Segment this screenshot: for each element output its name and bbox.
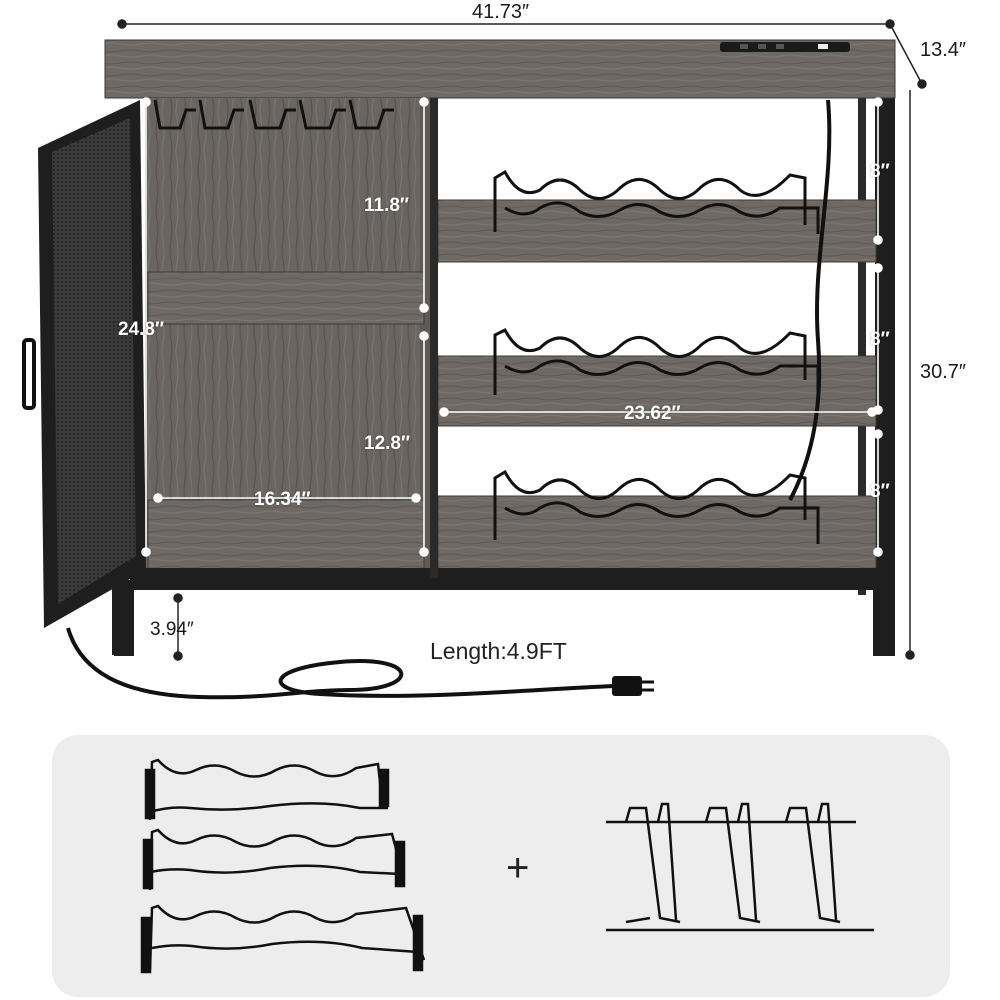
accessory-wine-racks [140,758,426,974]
rack-width-label: 23.62″ [624,403,681,424]
rack-shelf-3-label: 8″ [870,481,890,502]
cabinet-upper-label: 11.8″ [364,195,410,216]
cord-length-label: Length:4.9FT [430,638,567,664]
width-dimension-line [117,19,927,660]
bottom-frame [130,568,878,590]
height-label: 30.7″ [920,361,967,383]
accessory-glass-holder [606,802,874,932]
shelf-wine-racks [493,169,820,544]
leg-clearance-label: 3.94″ [150,619,194,640]
rack-shelf-1-label: 8″ [870,161,890,182]
leg-clearance-line [173,593,183,661]
mesh-door [22,100,146,628]
plus-sign: + [506,846,530,890]
plug-icon [612,676,642,696]
cabinet-lower-label: 12.8″ [364,433,411,454]
cabinet-height-label: 24.8″ [118,319,165,340]
cabinet-back-panel [145,98,435,568]
power-cord [66,627,616,700]
rack-shelf-2-label: 8″ [870,329,890,350]
cabinet-middle-shelf [147,271,425,325]
open-shelves [437,199,877,571]
power-strip [720,42,850,52]
cabinet-width-label: 16.34″ [254,489,311,510]
depth-label: 13.4″ [920,39,967,61]
glass-holder [153,99,394,130]
inner-dimension-lines [141,97,883,557]
width-label: 41.73″ [472,1,530,23]
